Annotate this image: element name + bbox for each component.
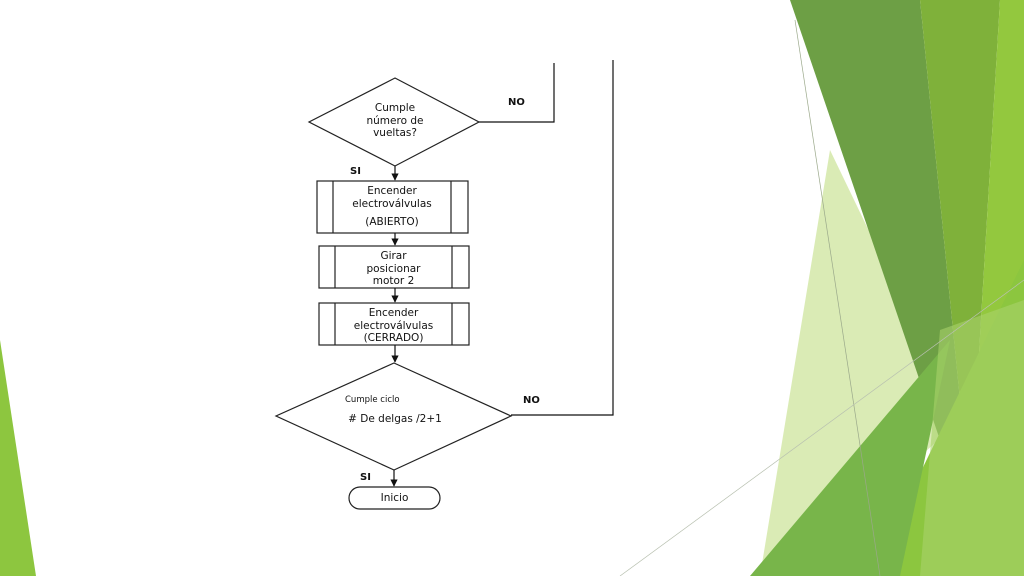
process1-line1: Encender: [367, 185, 417, 197]
decision2-yes-label: SI: [360, 472, 371, 483]
right-pale-overlay: [920, 300, 1024, 576]
decision1-line1: Cumple: [374, 102, 416, 114]
terminal-label: Inicio: [380, 492, 409, 504]
decision2-no-label: NO: [523, 395, 540, 406]
decision1-line2: número de: [366, 114, 424, 127]
decision1-no-label: NO: [508, 97, 525, 108]
process3-text: Encender electroválvulas (CERRADO): [335, 307, 452, 344]
process1-text: Encender electroválvulas (ABIERTO): [333, 185, 451, 229]
process2-text: Girar posicionar motor 2: [335, 250, 452, 288]
process2-line3: motor 2: [372, 275, 415, 287]
process3-line1: Encender: [368, 307, 419, 319]
thin-line-1: [794, 19, 881, 576]
process2-line2: posicionar: [366, 262, 421, 275]
right-light-green-shape: [760, 150, 960, 576]
process1-line2: electroválvulas: [352, 197, 432, 210]
terminal-shape-inicio: [348, 486, 441, 510]
process-shape-girar: [318, 245, 470, 289]
right-dark-green-band: [790, 0, 960, 440]
process-shape-cerrado: [318, 302, 470, 346]
process3-line2: electroválvulas: [353, 319, 434, 332]
decision1-line3: vueltas?: [373, 127, 417, 139]
left-green-sliver: [0, 340, 36, 576]
decision2-line1: Cumple ciclo: [345, 395, 400, 405]
right-bottom-dark-triangle: [750, 340, 950, 576]
no-branch-d2: [511, 60, 614, 416]
process1-line3: (ABIERTO): [365, 216, 419, 228]
process-shape-abierto: [316, 180, 469, 234]
right-mid-green-band: [920, 0, 1000, 420]
process2-line1: Girar: [380, 250, 407, 262]
decision2-line2: # De delgas /2+1: [348, 413, 442, 425]
decision1-yes-label: SI: [350, 166, 361, 177]
decision1-text: Cumple número de vueltas?: [345, 102, 445, 140]
process3-line3: (CERRADO): [363, 332, 424, 344]
no-branch-d1: [479, 63, 555, 123]
thin-line-2: [619, 279, 1024, 576]
